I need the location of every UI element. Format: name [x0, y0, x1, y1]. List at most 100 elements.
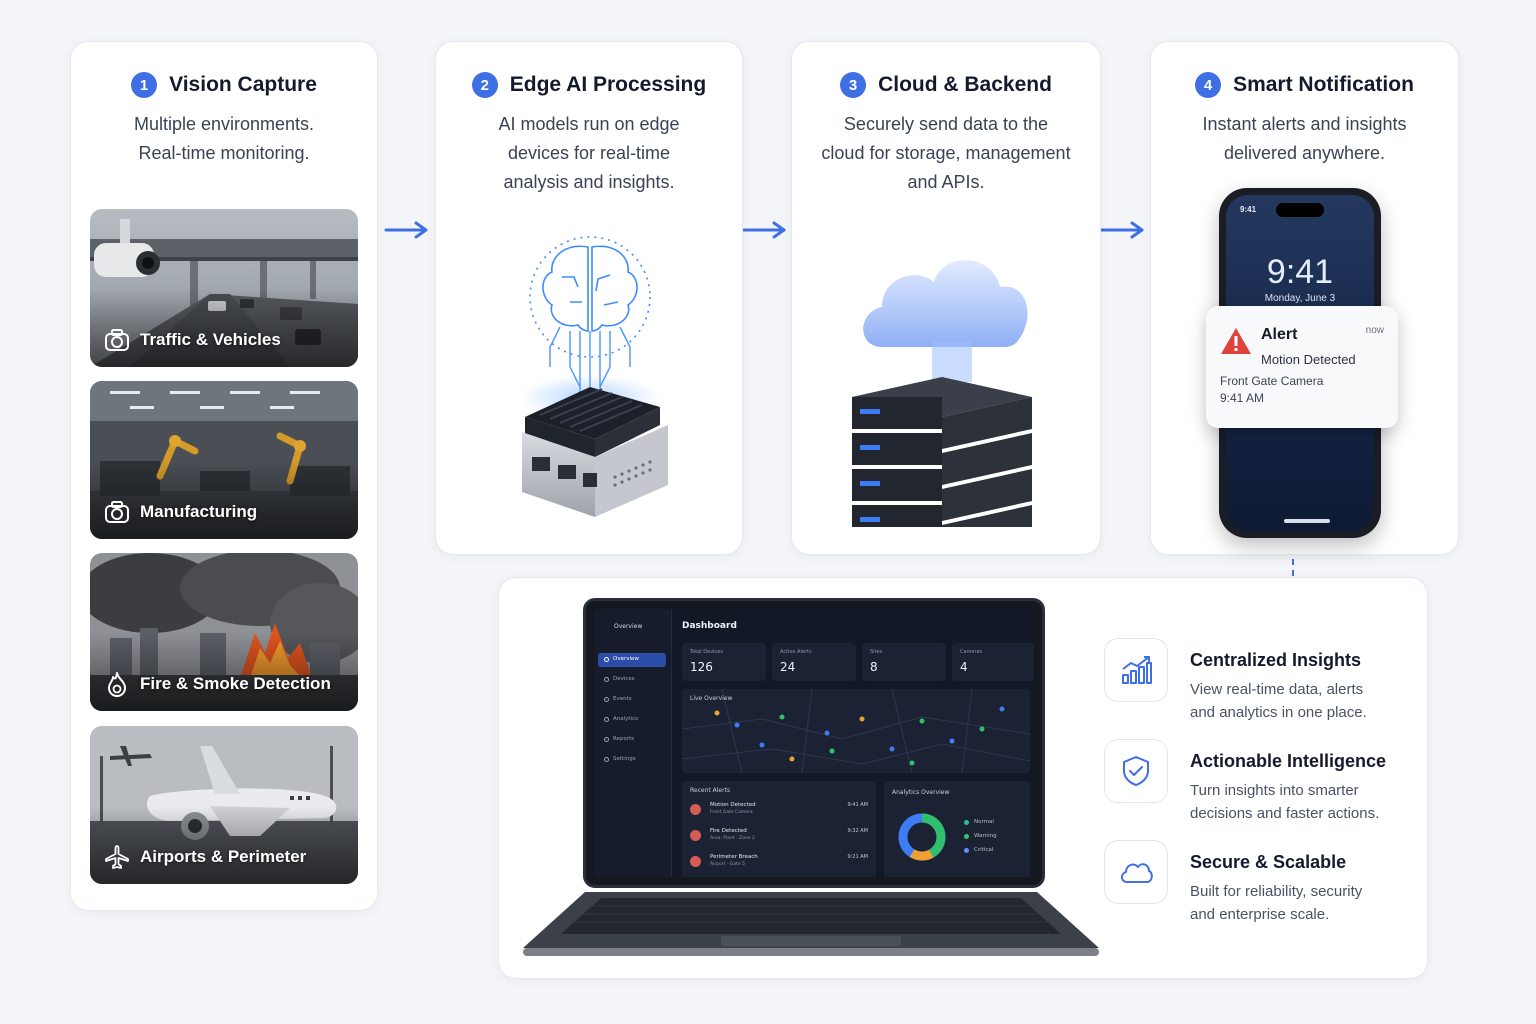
- edge-device-illustration: [520, 236, 668, 517]
- notification-time: now: [1365, 325, 1384, 336]
- phone-notch: [1276, 203, 1324, 217]
- step-description: AI models run on edge devices for real-t…: [456, 110, 722, 197]
- warning-icon: [1221, 328, 1251, 354]
- sidebar-nav-item[interactable]: Overview: [604, 656, 639, 662]
- legend-label: Normal: [974, 819, 994, 825]
- legend-label: Critical: [974, 847, 994, 853]
- env-label: Airports & Perimeter: [104, 844, 306, 870]
- notification-subtitle: Motion Detected: [1261, 352, 1356, 367]
- sidebar-item-overview[interactable]: [598, 653, 666, 667]
- step-number: 1: [131, 72, 158, 98]
- stat-value: 8: [870, 660, 878, 674]
- shield-icon: [1123, 756, 1149, 786]
- legend-label: Warning: [974, 833, 997, 839]
- step-number: 4: [1195, 72, 1222, 98]
- alert-time: 9:21 AM: [847, 854, 868, 860]
- legend-item: Warning: [964, 833, 997, 839]
- env-airport-tile[interactable]: Airports & Perimeter: [90, 726, 358, 884]
- notification-card[interactable]: Alert now Motion Detected Front Gate Cam…: [1206, 306, 1398, 428]
- sidebar-nav-label: Analytics: [613, 716, 638, 722]
- desc-line: and enterprise scale.: [1190, 906, 1330, 923]
- notification-title: Alert: [1261, 326, 1298, 343]
- lock-clock: 9:41: [1266, 253, 1334, 291]
- phone-mockup: 9:41 9:41 Monday, June 3: [1219, 188, 1381, 538]
- chart-icon: [1122, 656, 1152, 684]
- arrow-right-icon: [1100, 221, 1144, 239]
- alert-icon: [690, 804, 701, 815]
- cloud-server-illustration: [852, 260, 1032, 527]
- step-title: Cloud & Backend: [878, 73, 1052, 96]
- step-header: 4 Smart Notification: [1151, 72, 1458, 98]
- nav-circle-icon: [604, 676, 609, 682]
- server-stack: [852, 377, 1032, 527]
- sidebar-nav-label: Devices: [613, 676, 635, 682]
- alert-time: 9:32 AM: [847, 828, 868, 834]
- legend-swatch: [964, 847, 969, 853]
- env-label: Manufacturing: [104, 499, 257, 525]
- lock-date: Monday, June 3: [1264, 293, 1336, 304]
- step-number: 3: [840, 72, 867, 98]
- env-label-text: Fire & Smoke Detection: [140, 674, 331, 693]
- step-header: 1 Vision Capture: [71, 72, 377, 98]
- legend-swatch: [964, 833, 969, 839]
- env-label-text: Manufacturing: [140, 502, 258, 521]
- alert-subtitle: Area: Plant - Zone 2: [710, 836, 755, 841]
- alert-subtitle: Front Gate Camera: [710, 810, 753, 815]
- sidebar-nav-item[interactable]: Analytics: [604, 716, 638, 722]
- alert-subtitle: Airport - Gate 5: [710, 862, 745, 867]
- desc-line: and analytics in one place.: [1190, 704, 1367, 721]
- env-label: Traffic & Vehicles: [104, 327, 281, 353]
- step-title: Edge AI Processing: [509, 73, 707, 96]
- sidebar-nav-item[interactable]: Reports: [604, 736, 634, 742]
- desc-line: and APIs.: [907, 172, 985, 192]
- airplane-icon: [105, 845, 129, 869]
- edge-ai-card: 2 Edge AI Processing AI models run on ed…: [435, 41, 743, 555]
- alert-title: Perimeter Breach: [710, 854, 758, 860]
- sidebar-nav-label: Overview: [613, 656, 639, 662]
- nav-circle-icon: [604, 756, 609, 762]
- stat-value: 24: [780, 660, 796, 674]
- sidebar-nav-item[interactable]: Settings: [604, 756, 636, 762]
- laptop-base: [523, 892, 1099, 956]
- home-indicator: [1284, 519, 1330, 523]
- step-header: 3 Cloud & Backend: [792, 72, 1100, 98]
- feature-secure-scalable: Secure & Scalable Built for reliability,…: [1104, 840, 1404, 930]
- env-traffic-tile[interactable]: Traffic & Vehicles: [90, 209, 358, 367]
- step-title: Vision Capture: [169, 73, 317, 96]
- phone-screen: 9:41 9:41 Monday, June 3: [1226, 195, 1374, 531]
- nav-circle-icon: [604, 656, 609, 662]
- feature-title: Secure & Scalable: [1190, 852, 1347, 872]
- cloud-icon: [863, 260, 1028, 347]
- step-description: Instant alerts and insights delivered an…: [1171, 110, 1438, 168]
- arrow-right-icon: [384, 221, 428, 239]
- step-description: Multiple environments. Real-time monitor…: [91, 110, 357, 168]
- airport-scene-image: [90, 726, 358, 884]
- donut-chart: [898, 813, 946, 861]
- cloud-icon: [1121, 863, 1153, 883]
- port-icons: [532, 457, 597, 487]
- sidebar-nav-item[interactable]: Devices: [604, 676, 635, 682]
- stat-label: Cameras: [960, 649, 983, 655]
- feature-title: Centralized Insights: [1190, 650, 1362, 670]
- desc-line: devices for real-time: [507, 143, 671, 163]
- desc-line: analysis and insights.: [503, 172, 675, 192]
- feature-icon-box: [1104, 739, 1168, 803]
- env-fire-tile[interactable]: Fire & Smoke Detection: [90, 553, 358, 711]
- nav-circle-icon: [604, 696, 609, 702]
- env-manufacturing-tile[interactable]: Manufacturing: [90, 381, 358, 539]
- sidebar-nav-item[interactable]: Events: [604, 696, 632, 702]
- feature-centralized-insights: Centralized Insights View real-time data…: [1104, 638, 1404, 728]
- status-time: 9:41: [1240, 205, 1257, 214]
